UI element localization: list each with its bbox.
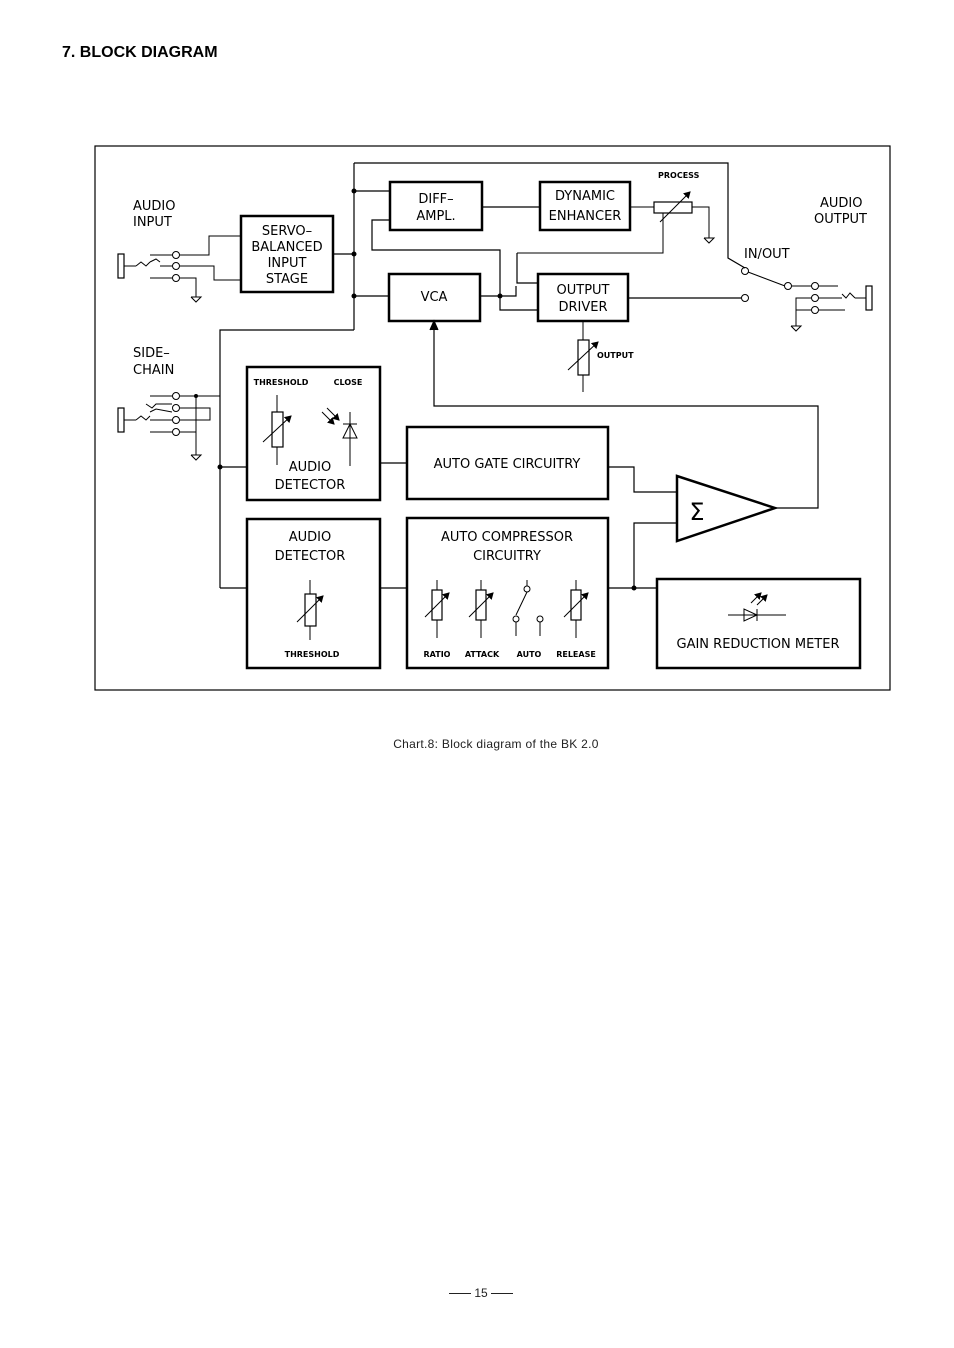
svg-text:INPUT: INPUT <box>268 256 307 271</box>
in-out-label: IN/OUT <box>744 247 790 262</box>
threshold-pot-icon <box>262 395 292 465</box>
led-icon <box>728 592 786 622</box>
svg-text:AMPL.: AMPL. <box>416 209 455 224</box>
input-jack-icon <box>117 235 241 303</box>
gain-reduction-meter-block: GAIN REDUCTION METER <box>655 577 862 670</box>
svg-text:CHAIN: CHAIN <box>133 363 174 378</box>
svg-text:ENHANCER: ENHANCER <box>549 209 622 224</box>
svg-text:STAGE: STAGE <box>266 272 308 287</box>
svg-text:BALANCED: BALANCED <box>251 240 322 255</box>
svg-text:OUTPUT: OUTPUT <box>814 212 867 227</box>
release-pot-icon <box>563 580 589 638</box>
auto-gate-circuitry-block: AUTO GATE CIRCUITRY <box>405 425 610 501</box>
svg-text:DRIVER: DRIVER <box>558 300 607 315</box>
sidechain-jack-icon <box>117 392 220 461</box>
svg-text:DETECTOR: DETECTOR <box>275 478 346 493</box>
svg-text:AUDIO: AUDIO <box>820 196 863 211</box>
svg-text:AUDIO: AUDIO <box>133 199 176 214</box>
dynamic-enhancer-block: DYNAMIC ENHANCER <box>538 180 632 232</box>
comp-audio-detector-block: AUDIO DETECTOR THRESHOLD <box>245 517 382 670</box>
release-label: RELEASE <box>556 650 596 659</box>
output-pot-icon <box>567 321 599 392</box>
close-label: CLOSE <box>334 378 363 387</box>
svg-text:AUTO GATE CIRCUITRY: AUTO GATE CIRCUITRY <box>434 457 581 472</box>
output-jack-icon <box>790 282 873 332</box>
svg-text:INPUT: INPUT <box>133 215 172 230</box>
audio-output-label: AUDIO OUTPUT <box>814 196 867 227</box>
svg-text:CIRCUITRY: CIRCUITRY <box>473 549 541 564</box>
threshold-label: THRESHOLD <box>285 650 340 659</box>
page-number-text: 15 <box>474 1286 488 1300</box>
auto-compressor-circuitry-block: AUTO COMPRESSOR CIRCUITRY <box>405 516 610 670</box>
page-number: 15 <box>0 1286 954 1300</box>
output-driver-block: OUTPUT DRIVER <box>536 272 630 323</box>
ratio-label: RATIO <box>424 650 451 659</box>
svg-text:SIDE–: SIDE– <box>133 346 170 361</box>
svg-text:OUTPUT: OUTPUT <box>557 283 610 298</box>
section-heading: 7. BLOCK DIAGRAM <box>62 44 218 61</box>
threshold-label: THRESHOLD <box>254 378 309 387</box>
signal-wires <box>217 162 819 591</box>
in-out-switch-icon <box>741 267 811 302</box>
svg-text:DETECTOR: DETECTOR <box>275 549 346 564</box>
attack-label: ATTACK <box>465 650 500 659</box>
servo-balanced-input-stage-block: SERVO– BALANCED INPUT STAGE <box>239 214 335 294</box>
vca-block: VCA <box>387 272 482 323</box>
svg-text:Σ: Σ <box>689 498 704 526</box>
svg-text:SERVO–: SERVO– <box>262 224 312 239</box>
svg-text:DYNAMIC: DYNAMIC <box>555 189 615 204</box>
threshold-pot-icon <box>296 580 324 640</box>
ratio-pot-icon <box>424 580 450 638</box>
summing-amplifier: Σ <box>675 474 779 543</box>
svg-text:AUDIO: AUDIO <box>289 530 332 545</box>
svg-text:AUTO COMPRESSOR: AUTO COMPRESSOR <box>441 530 573 545</box>
side-chain-label: SIDE– CHAIN <box>133 346 174 378</box>
process-pot-icon <box>517 191 716 254</box>
svg-text:AUDIO: AUDIO <box>289 460 332 475</box>
diagram-frame <box>94 145 891 691</box>
output-label: OUTPUT <box>597 351 634 360</box>
led-icon <box>321 407 358 466</box>
audio-input-label: AUDIO INPUT <box>133 199 176 230</box>
divider <box>449 1293 472 1295</box>
figure-caption: Chart.8: Block diagram of the BK 2.0 <box>393 737 599 751</box>
attack-pot-icon <box>468 580 494 638</box>
svg-text:DIFF–: DIFF– <box>418 192 453 207</box>
gate-audio-detector-block: THRESHOLD CLOSE AUDIO DETECTOR <box>245 365 382 502</box>
diff-ampl-block: DIFF– AMPL. <box>388 180 484 232</box>
svg-text:GAIN REDUCTION METER: GAIN REDUCTION METER <box>677 637 840 652</box>
divider <box>490 1293 513 1295</box>
auto-label: AUTO <box>517 650 542 659</box>
auto-switch-icon <box>512 580 544 636</box>
svg-text:VCA: VCA <box>421 290 448 305</box>
process-label: PROCESS <box>658 171 700 180</box>
